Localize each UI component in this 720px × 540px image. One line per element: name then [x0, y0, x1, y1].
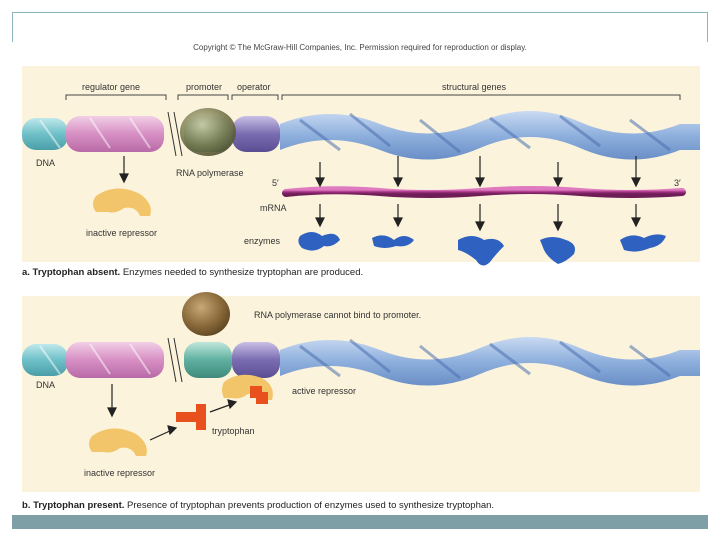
three-prime-label: 3′ — [674, 178, 681, 188]
dna-label-b: DNA — [36, 380, 55, 390]
structural-genes-label: structural genes — [442, 82, 507, 92]
panel-b-background — [22, 296, 700, 492]
tryptophan-molecule — [176, 404, 206, 430]
inactive-repressor-b — [89, 428, 147, 456]
arrows-b — [107, 384, 238, 441]
promoter-label: promoter — [186, 82, 222, 92]
tryptophan-label: tryptophan — [212, 426, 255, 436]
regulator-gene-label: regulator gene — [82, 82, 140, 92]
panel-b-caption-text: Presence of tryptophan prevents producti… — [124, 500, 494, 511]
inactive-repressor-a — [93, 188, 151, 216]
active-repressor-label: active repressor — [292, 386, 356, 396]
enzymes — [298, 232, 666, 266]
slide-footer-bar — [12, 515, 708, 529]
inactive-repressor-label-a: inactive repressor — [86, 228, 157, 238]
slide-frame-right — [707, 12, 708, 42]
copyright-notice: Copyright © The McGraw-Hill Companies, I… — [193, 43, 527, 52]
dna-label-a: DNA — [36, 158, 55, 168]
rna-polymerase-a — [180, 108, 236, 156]
panel-b-caption: b. Tryptophan present. Presence of trypt… — [22, 500, 494, 511]
rna-polymerase-label: RNA polymerase — [176, 168, 244, 178]
panel-a-background — [22, 66, 700, 262]
operator-label: operator — [237, 82, 271, 92]
slide-frame-top — [12, 12, 708, 13]
mrna-strand — [282, 186, 686, 198]
panel-a-caption-text: Enzymes needed to synthesize tryptophan … — [120, 267, 363, 278]
panel-a-caption: a. Tryptophan absent. Enzymes needed to … — [22, 267, 363, 278]
panel-b-caption-bold: b. Tryptophan present. — [22, 500, 124, 511]
mrna-label: mRNA — [260, 203, 287, 213]
five-prime-label: 5′ — [272, 178, 279, 188]
dna-strand-b — [22, 337, 700, 386]
panel-a-caption-bold: a. Tryptophan absent. — [22, 267, 120, 278]
rna-polymerase-note: RNA polymerase cannot bind to promoter. — [254, 310, 421, 320]
enzymes-label: enzymes — [244, 236, 281, 246]
inactive-repressor-label-b: inactive repressor — [84, 468, 155, 478]
gene-brackets-a — [65, 94, 681, 100]
rna-polymerase-b — [182, 292, 230, 336]
arrows-a — [119, 156, 641, 232]
bound-tryptophan — [250, 386, 268, 404]
slide-frame-left — [12, 12, 13, 42]
